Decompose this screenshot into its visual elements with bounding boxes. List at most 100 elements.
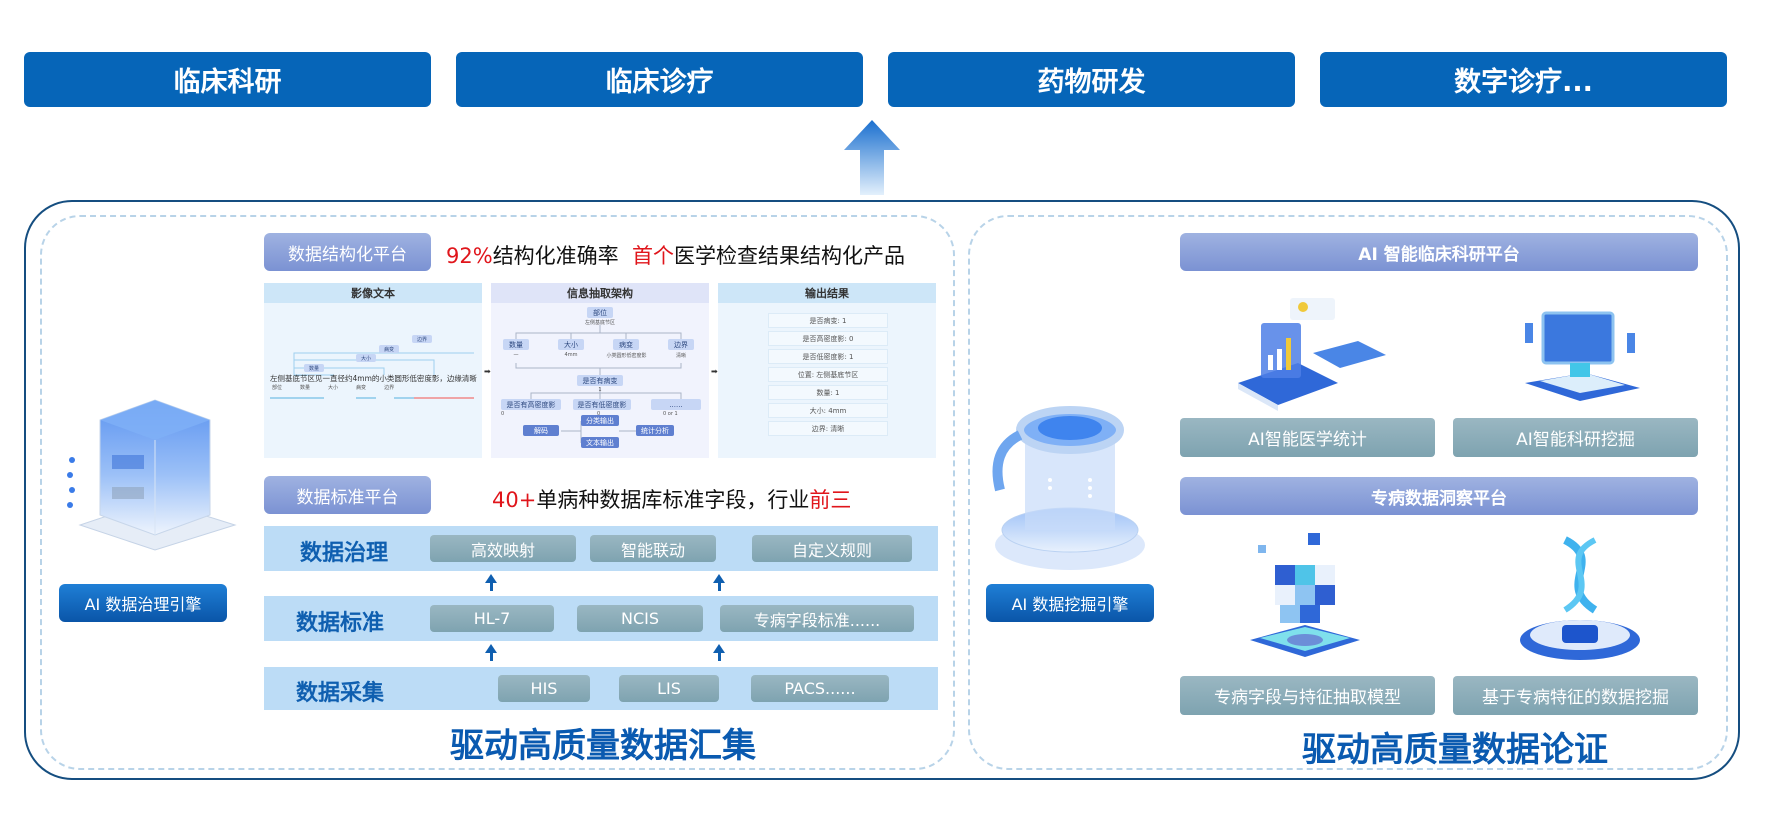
output-list: 是否病变: 1 是否高密度影: 0 是否低密度影: 1 位置: 左侧基底节区 数…	[768, 313, 888, 436]
outer-frame	[24, 200, 1740, 780]
image-text-sentence: 左侧基底节区见一直径约4mm的小类圆形低密度影，边缘清晰	[270, 374, 477, 383]
output-row: 边界: 清晰	[768, 421, 888, 436]
arrow-up-icon	[713, 644, 725, 661]
node-l1: 病变	[613, 339, 639, 350]
node-l2: ......	[651, 399, 701, 410]
ai-data-governance-engine-label: AI 数据治理引擎	[59, 584, 227, 622]
disease-feature-extraction-model[interactable]: 专病字段与持征抽取模型	[1180, 676, 1435, 715]
panel-extraction-title: 信息抽取架构	[491, 283, 709, 303]
right-section	[968, 215, 1728, 770]
arrow-right-icon: ➡	[484, 367, 491, 376]
node-l2-value: 0	[597, 411, 601, 417]
data-mining-cylinder-icon	[992, 406, 1145, 570]
left-section	[40, 215, 955, 770]
legend-item: 部位	[272, 385, 283, 391]
standard-headline: 40+单病种数据库标准字段，行业前三	[492, 484, 851, 514]
accuracy-text: 结构化准确率	[492, 244, 619, 268]
row-title: 数据标准	[296, 611, 385, 636]
server-cube-icon	[67, 399, 237, 551]
right-footer-title: 驱动高质量数据论证	[1302, 730, 1608, 770]
node-l2: 是否有低密度影	[573, 399, 631, 410]
standard-platform-label: 数据标准平台	[264, 476, 431, 514]
arrow-right-icon: ➡	[711, 367, 718, 376]
top-button-digital-treatment[interactable]: 数字诊疗...	[1320, 52, 1727, 107]
ai-data-mining-engine-label: AI 数据挖掘引擎	[986, 584, 1154, 622]
output-row: 大小: 4mm	[768, 403, 888, 418]
output-row: 位置: 左侧基底节区	[768, 367, 888, 382]
node-decode: 解码	[523, 425, 559, 436]
node-l2-value: 0	[501, 411, 505, 417]
product-text: 医学检查结果结构化产品	[674, 244, 906, 268]
disease-feature-data-mining[interactable]: 基于专病特征的数据挖掘	[1453, 676, 1698, 715]
tag-count: 数量	[304, 364, 324, 372]
row-standard: 数据标准 HL-7 NCIS 专病字段标准......	[264, 596, 938, 641]
tag-size: 大小	[356, 354, 376, 362]
up-arrow-icon	[844, 120, 900, 195]
image-text-legend: 部位 数量 大小 病变 边界	[272, 384, 482, 391]
output-row: 是否高密度影: 0	[768, 331, 888, 346]
node-l1: 边界	[668, 339, 694, 350]
accuracy-percent: 92%	[446, 244, 493, 268]
chip: 高效映射	[430, 535, 576, 562]
structuring-platform-label: 数据结构化平台	[264, 233, 431, 271]
legend-item: 大小	[328, 385, 339, 391]
panel-output: 输出结果 是否病变: 1 是否高密度影: 0 是否低密度影: 1 位置: 左侧基…	[718, 283, 936, 458]
chip: 专病字段标准......	[720, 605, 914, 632]
top-button-clinical-treatment[interactable]: 临床诊疗	[456, 52, 863, 107]
chip: PACS......	[751, 675, 889, 702]
disease-data-insight-platform: 专病数据洞察平台	[1180, 477, 1698, 515]
field-count: 40+	[492, 488, 537, 512]
tag-lesion: 病变	[379, 345, 399, 353]
ai-research-mining[interactable]: AI智能科研挖掘	[1453, 418, 1698, 457]
node-l1-value: 一	[513, 353, 519, 359]
node-text-output: 文本输出	[581, 437, 619, 448]
row-governance: 数据治理 高效映射 智能联动 自定义规则	[264, 526, 938, 571]
panel-output-title: 输出结果	[718, 283, 936, 303]
node-root: 部位	[587, 307, 613, 318]
chip: HIS	[498, 675, 590, 702]
output-row: 是否病变: 1	[768, 313, 888, 328]
node-statistics: 统计分析	[636, 425, 674, 436]
node-l1: 数量	[503, 339, 529, 350]
structuring-headline: 92%结构化准确率 首个医学检查结果结构化产品	[446, 240, 905, 270]
row-collection: 数据采集 HIS LIS PACS......	[264, 667, 938, 710]
panel-extraction: 信息抽取架构 部位 左侧基底节区 数量 大小 病变 边界 一 4mm 小类圆形低…	[491, 283, 709, 458]
node-l2-value: 0 or 1	[663, 411, 678, 417]
node-middle-value: 1	[598, 387, 602, 393]
tag-boundary: 边界	[412, 335, 432, 343]
data-cubes-icon	[1250, 533, 1360, 657]
chip: 自定义规则	[752, 535, 912, 562]
ai-medical-statistics[interactable]: AI智能医学统计	[1180, 418, 1435, 457]
row-title: 数据采集	[296, 681, 385, 706]
dna-helix-icon	[1520, 536, 1640, 660]
row-title: 数据治理	[300, 541, 389, 566]
chip: NCIS	[577, 605, 703, 632]
chip: 智能联动	[590, 535, 716, 562]
extraction-tree-lines	[515, 325, 682, 443]
node-classify-output: 分类输出	[581, 415, 619, 426]
node-l1-value: 4mm	[564, 352, 578, 358]
left-footer-title: 驱动高质量数据汇集	[450, 726, 756, 766]
field-text: 单病种数据库标准字段，行业	[536, 488, 810, 512]
top-three: 前三	[809, 488, 852, 512]
node-l1: 大小	[558, 339, 584, 350]
top-button-drug-rd[interactable]: 药物研发	[888, 52, 1295, 107]
top-button-clinical-research[interactable]: 临床科研	[24, 52, 431, 107]
chip: HL-7	[430, 605, 554, 632]
first-text: 首个	[632, 244, 675, 268]
panel-image-text-title: 影像文本	[264, 283, 482, 303]
legend-item: 数量	[300, 385, 311, 391]
node-l1-value: 小类圆形低密度影	[606, 353, 647, 359]
legend-item: 病变	[356, 385, 367, 391]
statistics-chart-icon	[1238, 298, 1386, 411]
panel-image-text: 影像文本 边界 病变 大小 数量 左侧基底节区见一直径约4mm的小类圆形低密度影…	[264, 283, 482, 458]
node-l1-value: 清晰	[675, 353, 686, 359]
arrow-up-icon	[485, 574, 497, 591]
node-middle: 是否有病变	[577, 375, 623, 386]
legend-item: 边界	[384, 385, 395, 391]
output-row: 数量: 1	[768, 385, 888, 400]
arrow-up-icon	[713, 574, 725, 591]
ai-clinical-research-platform: AI 智能临床科研平台	[1180, 233, 1698, 271]
node-l2: 是否有高密度影	[501, 399, 561, 410]
chip: LIS	[619, 675, 719, 702]
